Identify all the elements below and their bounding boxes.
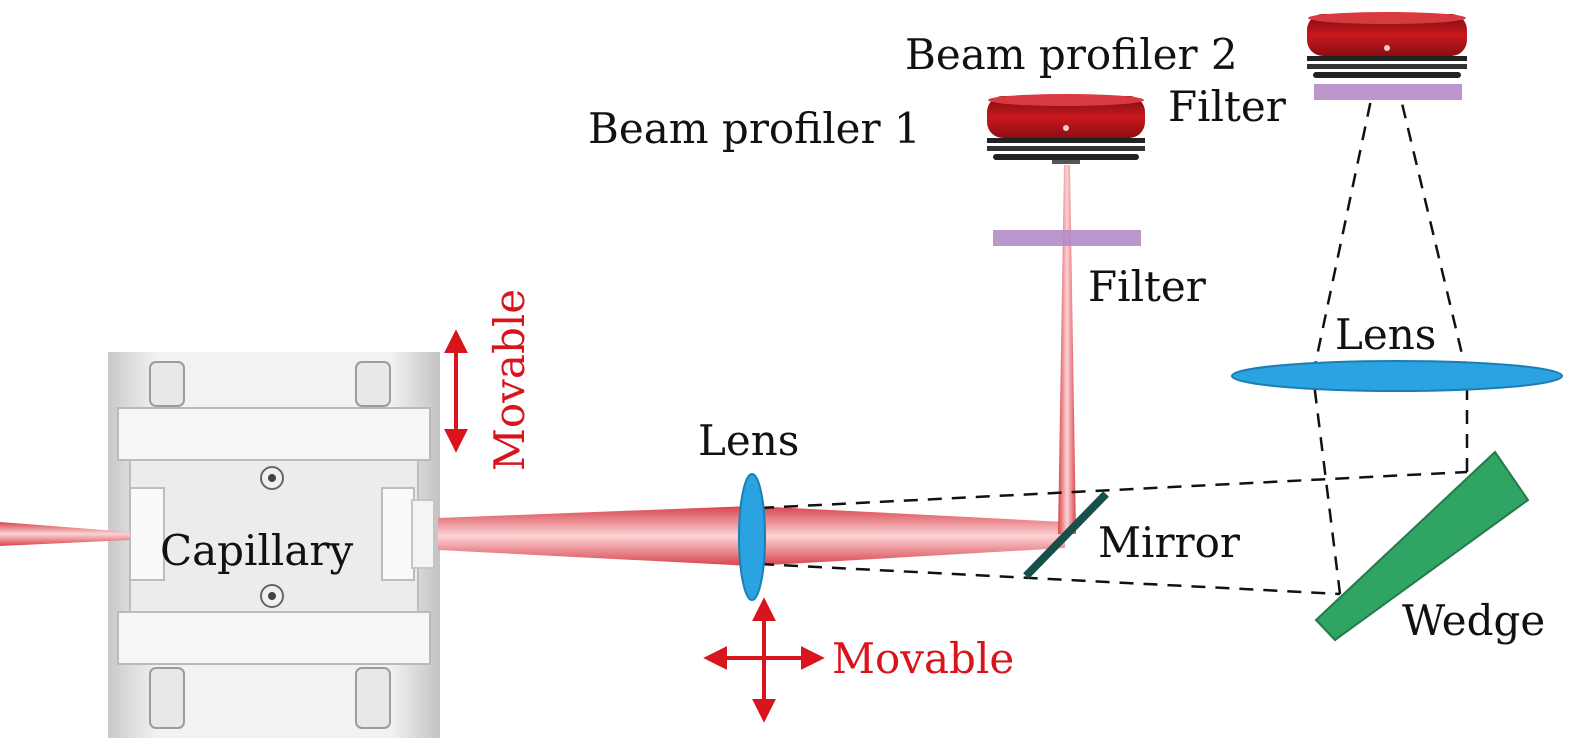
filter-2-label: Filter — [1168, 82, 1286, 131]
wedge-beam-path — [759, 94, 1469, 596]
filter-2-shape — [1314, 84, 1462, 100]
filter-1-shape — [993, 230, 1141, 246]
filter-1-label: Filter — [1088, 262, 1206, 311]
beam-capillary-to-lens — [438, 506, 752, 566]
lens-1-label: Lens — [698, 416, 800, 465]
lens-2-shape — [1231, 360, 1563, 392]
lens-1-shape — [738, 473, 766, 601]
beam-lens-to-mirror — [752, 506, 1065, 566]
lens-movable-label: Movable — [832, 634, 1015, 683]
beam-profiler-2-shape — [1307, 12, 1467, 78]
beam-mirror-to-profiler-1 — [1058, 165, 1076, 534]
wedge-shape — [1314, 450, 1530, 642]
capillary-mount — [108, 352, 440, 738]
lens-movable-arrows — [703, 597, 825, 723]
capillary-movable-label: Movable — [485, 288, 534, 472]
mirror-shape — [1023, 491, 1109, 579]
beam-profiler-1-label: Beam profiler 1 — [588, 104, 921, 153]
wedge-label: Wedge — [1402, 596, 1546, 645]
capillary-label: Capillary — [160, 526, 354, 575]
mirror-label: Mirror — [1098, 518, 1240, 567]
input-beam — [0, 522, 130, 546]
lens-2-label: Lens — [1335, 310, 1437, 359]
beam-profiler-2-label: Beam profiler 2 — [905, 30, 1238, 79]
beam-profiler-1-shape — [987, 94, 1145, 164]
